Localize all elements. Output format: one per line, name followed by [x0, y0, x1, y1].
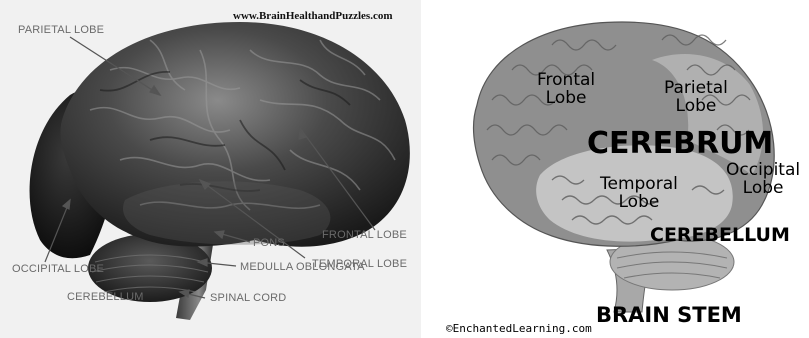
label-cerebellum-cartoon: CEREBELLUM [650, 226, 790, 246]
label-temporal-lobe-cartoon: TemporalLobe [600, 176, 678, 212]
left-brain-diagram: www.BrainHealthandPuzzles.com PARIETAL L… [0, 0, 421, 338]
realistic-brain-illustration [0, 0, 421, 338]
right-credit: ©EnchantedLearning.com [446, 322, 592, 335]
label-brain-stem-cartoon: BRAIN STEM [596, 304, 742, 326]
label-cerebellum: CEREBELLUM [67, 291, 144, 303]
right-brain-diagram: FrontalLobe ParietalLobe CEREBRUM Tempor… [432, 0, 809, 338]
label-occipital-lobe: OCCIPITAL LOBE [12, 263, 104, 275]
label-frontal-lobe: FRONTAL LOBE [322, 229, 407, 241]
label-cerebrum-cartoon: CEREBRUM [587, 128, 773, 160]
label-pons: PONS [253, 237, 285, 249]
label-medulla-oblongata: MEDULLA OBLONGATA [240, 261, 365, 273]
label-parietal-lobe-cartoon: ParietalLobe [664, 80, 728, 116]
label-occipital-lobe-cartoon: OccipitalLobe [726, 162, 800, 198]
label-spinal-cord: SPINAL CORD [210, 292, 286, 304]
label-parietal-lobe: PARIETAL LOBE [18, 24, 104, 36]
left-credit: www.BrainHealthandPuzzles.com [233, 10, 393, 22]
label-frontal-lobe-cartoon: FrontalLobe [537, 72, 595, 108]
